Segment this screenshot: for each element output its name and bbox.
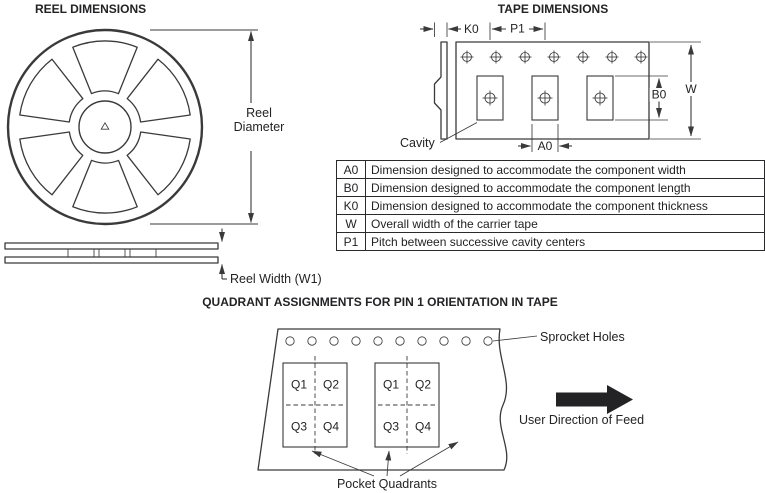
reel-center-keyhole	[100, 121, 110, 130]
description-cell: Overall width of the carrier tape	[365, 214, 765, 233]
reel-width-label: Reel Width (W1)	[230, 272, 322, 286]
tape-dimensions-title: TAPE DIMENSIONS	[498, 2, 608, 16]
table-row: W Overall width of the carrier tape	[336, 214, 765, 233]
table-row: P1 Pitch between successive cavity cente…	[336, 232, 765, 251]
feed-arrow-icon	[556, 385, 633, 414]
reel-diameter-dimension: Reel Diameter	[150, 29, 286, 225]
quadrant-q4-label: Q4	[323, 420, 339, 434]
cavity	[586, 75, 614, 121]
b0-dimension: B0	[615, 75, 669, 121]
pocket-quadrants-callout: Pocket Quadrants	[311, 441, 459, 491]
p1-label: P1	[510, 22, 525, 36]
reel-hub-section	[98, 248, 126, 258]
cavity	[476, 75, 504, 121]
w-label: W	[685, 82, 697, 96]
reel-dimensions-title: REEL DIMENSIONS	[35, 2, 146, 16]
feed-direction: User Direction of Feed	[519, 385, 644, 427]
reel-flange-bottom	[4, 256, 219, 264]
k0-dimension: K0	[420, 22, 479, 37]
quadrant-q1-label: Q1	[291, 378, 307, 392]
reel-hub-section	[67, 248, 95, 258]
tape-legend-table: A0 Dimension designed to accommodate the…	[336, 160, 765, 251]
table-row: A0 Dimension designed to accommodate the…	[336, 160, 765, 179]
reel-front-view: REEL DIMENSIONS Reel Diameter	[3, 2, 286, 236]
sprocket-holes-label: Sprocket Holes	[540, 330, 625, 344]
quadrant-q3-label: Q3	[383, 420, 399, 434]
reel-flange-top	[4, 242, 219, 250]
symbol-cell: W	[336, 214, 366, 233]
cavity-label: Cavity	[400, 136, 435, 150]
feed-direction-label: User Direction of Feed	[519, 413, 644, 427]
strip-sprocket-holes	[285, 336, 493, 346]
w-dimension: W	[650, 41, 701, 140]
cavity-callout: Cavity	[400, 122, 478, 150]
description-cell: Dimension designed to accommodate the co…	[365, 160, 765, 179]
description-cell: Pitch between successive cavity centers	[365, 232, 765, 251]
pocket: Q1 Q2 Q3 Q4	[374, 356, 440, 454]
reel-hub	[78, 100, 132, 154]
symbol-cell: B0	[336, 178, 366, 197]
tape-cross-section	[433, 41, 448, 140]
quadrant-view: QUADRANT ASSIGNMENTS FOR PIN 1 ORIENTATI…	[202, 295, 644, 491]
p1-dimension: P1	[489, 22, 546, 40]
table-row: B0 Dimension designed to accommodate the…	[336, 178, 765, 197]
a0-label: A0	[538, 139, 553, 153]
reel-width-dimension: Reel Width (W1)	[219, 228, 322, 286]
tape-strip	[257, 328, 508, 471]
quadrant-q2-label: Q2	[323, 378, 339, 392]
b0-label: B0	[652, 88, 667, 102]
reel-side-view: Reel Width (W1)	[4, 228, 322, 286]
reel-hub-section	[129, 248, 157, 258]
quadrant-q4-label: Q4	[415, 420, 431, 434]
description-cell: Dimension designed to accommodate the co…	[365, 178, 765, 197]
symbol-cell: A0	[336, 160, 366, 179]
tape-cavities	[476, 75, 614, 121]
quadrant-q2-label: Q2	[415, 378, 431, 392]
symbol-cell: K0	[336, 196, 366, 215]
symbol-cell: P1	[336, 232, 366, 251]
pocket: Q1 Q2 Q3 Q4	[282, 356, 348, 454]
quadrant-q1-label: Q1	[383, 378, 399, 392]
reel-diameter-label-line2: Diameter	[234, 120, 285, 134]
cavity	[531, 75, 559, 121]
tape-sprocket-holes	[460, 50, 648, 64]
tape-dimensions-view: TAPE DIMENSIONS	[400, 2, 701, 153]
description-cell: Dimension designed to accommodate the co…	[365, 196, 765, 215]
k0-label: K0	[464, 22, 479, 36]
quadrant-title: QUADRANT ASSIGNMENTS FOR PIN 1 ORIENTATI…	[202, 295, 558, 309]
reel-spoke-cutout	[126, 58, 191, 123]
table-row: K0 Dimension designed to accommodate the…	[336, 196, 765, 215]
quadrant-q3-label: Q3	[291, 420, 307, 434]
sprocket-holes-callout: Sprocket Holes	[492, 330, 625, 344]
reel-diameter-label-line1: Reel	[246, 106, 272, 120]
pocket-quadrants-label: Pocket Quadrants	[337, 477, 437, 491]
a0-dimension: A0	[518, 124, 572, 153]
